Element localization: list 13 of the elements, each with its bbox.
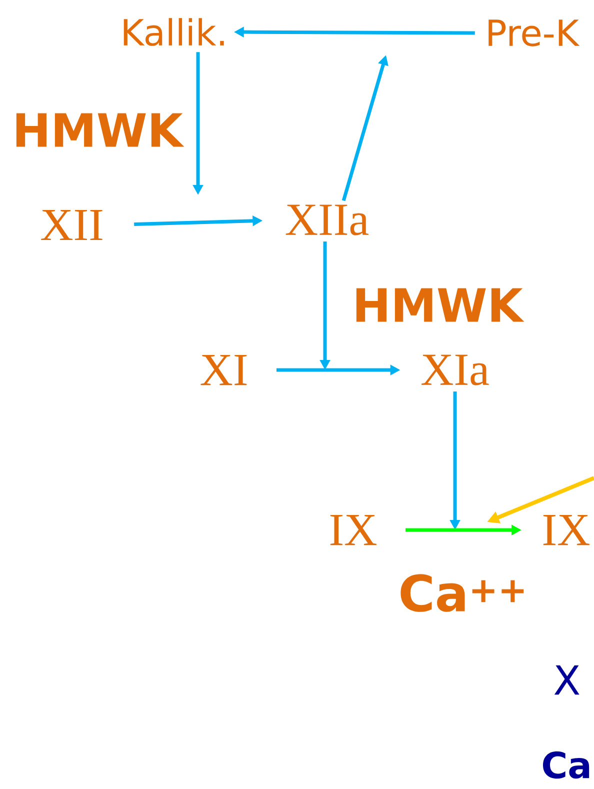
cofactor-label: HMWK [356,288,524,322]
factor-label: XIa [422,354,489,386]
cofactor-label: Ca [543,751,590,779]
factor-label: XIIa [286,204,368,236]
cofactor-label: X [554,665,580,695]
cofactor-label: Ca$^{++}$ [400,574,524,612]
factor-label: Kallik. [124,18,224,46]
factor-label: Pre-K [488,20,580,46]
factor-label: XI [200,354,247,386]
factor-label: IX [330,514,376,546]
factor-label: XII [41,210,102,240]
factor-label: IX [543,514,590,546]
cofactor-label: HMWK [16,113,184,147]
